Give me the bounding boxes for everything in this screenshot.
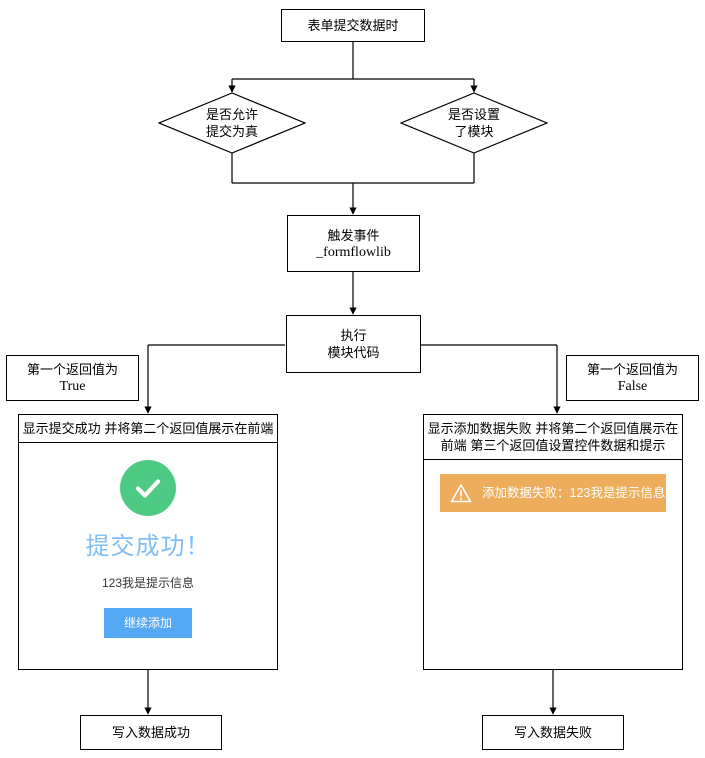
- node-trigger-line2: _formflowlib: [316, 244, 391, 260]
- node-trigger-event[interactable]: 触发事件 _formflowlib: [287, 215, 420, 272]
- node-form-submit[interactable]: 表单提交数据时: [281, 9, 425, 42]
- node-trigger-line1: 触发事件: [327, 227, 380, 243]
- panel-failure-body: 添加数据失败：123我是提示信息: [424, 460, 682, 669]
- panel-success-header: 显示提交成功 并将第二个返回值展示在前端: [19, 415, 277, 443]
- decision-allow-submit-label: 是否允许 提交为真: [158, 92, 306, 154]
- node-form-submit-label: 表单提交数据时: [307, 18, 399, 33]
- node-write-success[interactable]: 写入数据成功: [80, 715, 222, 750]
- node-write-failure-label: 写入数据失败: [513, 725, 592, 740]
- panel-failure-header-line1: 显示添加数据失败: [427, 421, 532, 436]
- decision-right-line1: 是否设置: [447, 107, 500, 122]
- warning-triangle-icon: [450, 483, 472, 503]
- node-write-failure[interactable]: 写入数据失败: [482, 715, 624, 750]
- label-false-line2: False: [617, 379, 648, 394]
- panel-success: 显示提交成功 并将第二个返回值展示在前端 提交成功！ 123我是提示信息 继续添…: [18, 414, 278, 670]
- panel-success-header-line1: 显示提交成功: [22, 421, 101, 436]
- panel-failure-header: 显示添加数据失败 并将第二个返回值展示在前端 第三个返回值设置控件数据和提示: [424, 415, 682, 460]
- node-execute-line2: 模块代码: [327, 345, 380, 360]
- panel-success-body: 提交成功！ 123我是提示信息 继续添加: [19, 443, 277, 669]
- decision-module-set[interactable]: 是否设置 了模块: [400, 92, 548, 154]
- decision-left-line1: 是否允许: [205, 107, 258, 122]
- label-true-line2: True: [59, 379, 86, 394]
- panel-failure: 显示添加数据失败 并将第二个返回值展示在前端 第三个返回值设置控件数据和提示 添…: [423, 414, 683, 670]
- decision-module-set-label: 是否设置 了模块: [400, 92, 548, 154]
- label-return-true: 第一个返回值为 True: [6, 355, 139, 401]
- decision-right-line2: 了模块: [454, 124, 494, 139]
- success-message: 123我是提示信息: [101, 576, 195, 590]
- label-true-line1: 第一个返回值为: [26, 362, 118, 377]
- panel-failure-header-line3: 第三个返回值设置控件数据和提示: [470, 438, 666, 453]
- node-execute-line1: 执行: [340, 328, 367, 343]
- label-return-false: 第一个返回值为 False: [566, 355, 699, 401]
- node-execute-module[interactable]: 执行 模块代码: [286, 315, 421, 373]
- check-circle-icon: [120, 460, 176, 516]
- continue-add-button[interactable]: 继续添加: [103, 608, 192, 638]
- alert-message: 添加数据失败：123我是提示信息: [482, 486, 666, 500]
- node-write-success-label: 写入数据成功: [111, 725, 190, 740]
- label-false-line1: 第一个返回值为: [586, 362, 678, 377]
- success-title: 提交成功！: [85, 533, 211, 560]
- alert-banner: 添加数据失败：123我是提示信息: [440, 474, 666, 512]
- decision-left-line2: 提交为真: [205, 124, 258, 139]
- panel-failure-header-line2: 并将第二个返回值展示在前端: [440, 421, 679, 453]
- panel-success-header-line2: 并将第二个返回值展示在前端: [104, 421, 274, 436]
- decision-allow-submit[interactable]: 是否允许 提交为真: [158, 92, 306, 154]
